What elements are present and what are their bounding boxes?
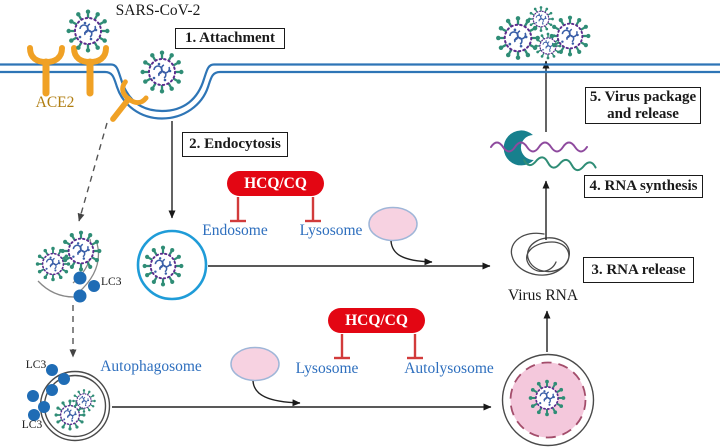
- autophagosome-label: Autophagosome: [100, 358, 202, 375]
- inhibition-tbar-icon: [230, 197, 246, 223]
- cell-membrane: [0, 63, 720, 120]
- ace2-receptor-icon: [30, 48, 62, 93]
- lc3-label: LC3: [21, 419, 43, 431]
- autolysosome-vesicle-icon: [501, 353, 595, 447]
- inhibition-tbar-icon: [407, 334, 423, 360]
- lysosome-vesicle-icon: [368, 206, 418, 242]
- lc3-label: LC3: [101, 276, 122, 288]
- autolysosome-label: Autolysosome: [404, 360, 494, 377]
- virus-rna-label: Virus RNA: [507, 287, 579, 304]
- hcq-cq-pill: HCQ/CQ: [227, 171, 324, 196]
- phagophore-icon: [34, 229, 103, 303]
- virus-rna-tangle-icon: [510, 232, 570, 276]
- endosome-label: Endosome: [202, 222, 268, 239]
- virus-icon: [527, 5, 555, 33]
- released-virus-cluster: [494, 5, 592, 62]
- virus-name-label: SARS-CoV-2: [115, 2, 201, 19]
- lc3-dot-icon: [38, 401, 50, 413]
- step-4-rna-synthesis-box: 4. RNA synthesis: [584, 175, 703, 198]
- lysosome-label: Lysosome: [299, 222, 363, 239]
- lc3-dot-icon: [73, 289, 87, 303]
- autophagosome-vesicle-icon: [27, 364, 111, 442]
- lc3-label: LC3: [25, 359, 47, 371]
- arrow-autophagy-dashed: [77, 122, 108, 222]
- rna-strand-icon: [490, 141, 588, 153]
- hcq-cq-pill: HCQ/CQ: [328, 308, 425, 333]
- lc3-dot-icon: [28, 409, 40, 421]
- lc3-dot-icon: [88, 280, 100, 292]
- lc3-dot-icon: [27, 390, 39, 402]
- step-5-virus-package-box: 5. Virus package and release: [585, 87, 701, 124]
- rna-polymerase-icon: [503, 130, 534, 166]
- step-3-rna-release-box: 3. RNA release: [583, 257, 694, 283]
- lc3-dot-icon: [46, 384, 58, 396]
- inhibition-tbar-icon: [305, 197, 321, 223]
- ace2-receptor-icon: [74, 48, 106, 93]
- rna-strand-icon: [523, 156, 597, 172]
- lc3-dot-icon: [58, 373, 70, 385]
- arrow-lysosome-fusion: [252, 380, 301, 407]
- virus-icon: [59, 229, 103, 273]
- inhibition-tbar-icon: [334, 334, 350, 360]
- lysosome-vesicle-icon: [230, 346, 280, 382]
- lysosome-label: Lysosome: [295, 360, 359, 377]
- lc3-dot-icon: [73, 271, 87, 285]
- step-2-endocytosis-box: 2. Endocytosis: [182, 132, 288, 157]
- ace2-label: ACE2: [35, 94, 75, 111]
- step-1-attachment-box: 1. Attachment: [175, 28, 285, 49]
- arrow-lysosome-fusion: [390, 240, 433, 266]
- ace2-receptor-icon: [103, 82, 146, 127]
- lc3-dot-icon: [46, 364, 58, 376]
- virus-icon: [139, 49, 185, 95]
